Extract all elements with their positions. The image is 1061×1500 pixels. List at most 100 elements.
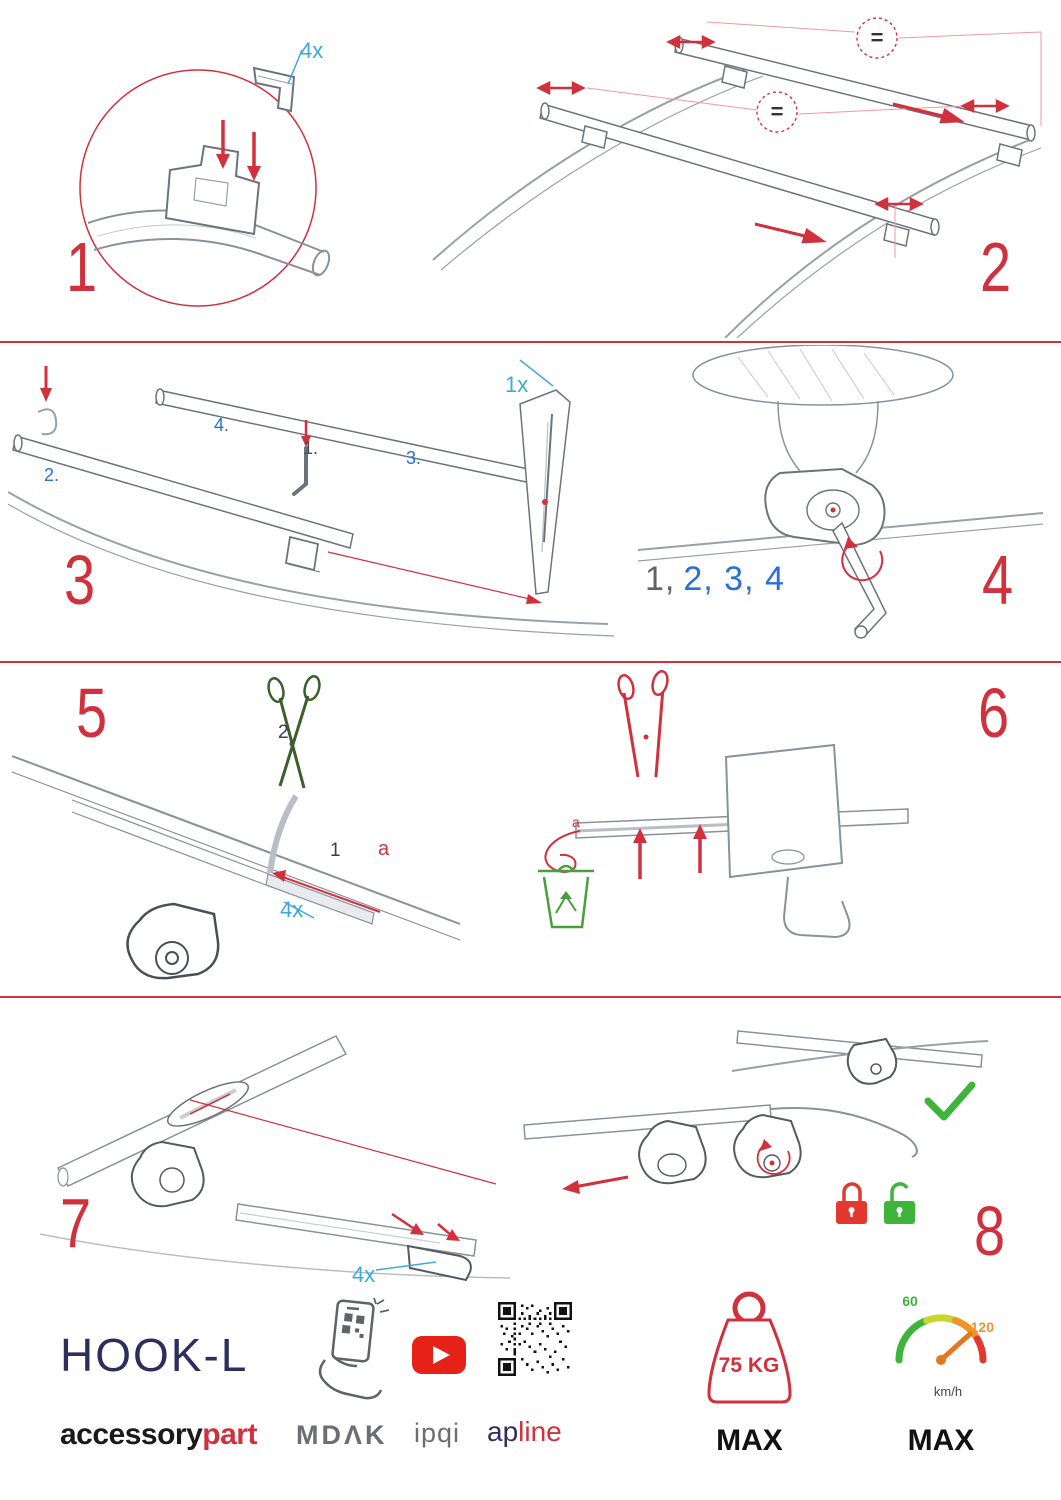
clamp (130, 1140, 205, 1208)
boot-neck (777, 400, 879, 474)
step4-illustration (637, 345, 1044, 639)
step8-illustration (523, 1030, 989, 1224)
speed-unit: km/h (934, 1384, 962, 1399)
crossbars (539, 36, 1036, 236)
logo-apline: apline (487, 1416, 562, 1448)
step6-label-a: a (572, 814, 580, 830)
spacing-arrows (536, 34, 1010, 244)
speedometer-needle (938, 1331, 973, 1363)
up-arrows (633, 824, 707, 879)
pointer-line (189, 1099, 497, 1185)
trash-bin-icon (538, 864, 594, 929)
bar-underside (692, 345, 954, 406)
step7-illustration (40, 1035, 511, 1282)
step5-label-2: 2 (278, 722, 289, 743)
product-name: HOOK-L (60, 1329, 249, 1381)
step2-illustration: = = (432, 17, 1042, 338)
logo-mdak: MDΛK (296, 1420, 388, 1450)
step3-mark-3: 3. (406, 448, 422, 468)
step5-number: 5 (76, 674, 107, 752)
step6-illustration (538, 670, 909, 939)
bar-end-view (235, 1203, 477, 1257)
step7-qty-label: 4x (352, 1262, 376, 1287)
brand-logo: accessorypart (60, 1418, 257, 1452)
equal-sign-2: = (771, 99, 784, 124)
qty-leader-line (519, 359, 554, 387)
step5-qty-label: 4x (280, 897, 304, 922)
step3-illustration (8, 359, 615, 637)
insert-arrows (391, 1212, 460, 1241)
seq-first: 1, (645, 560, 676, 598)
weight-icon: 75 KG (707, 1291, 792, 1404)
scissors-icon (617, 670, 669, 778)
strip-arrow (272, 870, 381, 913)
brand-part: part (202, 1418, 257, 1451)
bar-top-view (56, 1035, 348, 1187)
step2-number: 2 (980, 228, 1011, 306)
clamp (284, 535, 321, 573)
mounted-bar (731, 1030, 989, 1085)
clamp-dark (126, 902, 220, 980)
roof-rails (432, 65, 1042, 338)
hook-bracket (724, 743, 851, 939)
section-divider-1 (0, 341, 1061, 343)
rubber-strip (265, 873, 375, 925)
end-cap (406, 1244, 472, 1282)
speed-max-label: MAX (907, 1424, 975, 1457)
slide-arrow (562, 1175, 629, 1194)
brand-accessory: accessory (60, 1418, 203, 1451)
step3-mark-1: 1. (303, 438, 319, 458)
step3-qty-label: 1x (505, 372, 529, 397)
step8-number: 8 (974, 1192, 1005, 1270)
clamp-tower (164, 144, 261, 236)
scissors-icon (267, 675, 321, 789)
step3-number: 3 (64, 541, 95, 619)
logo-line-part: line (518, 1416, 562, 1447)
boot-funnel (519, 389, 571, 595)
step3-mark-2: 2. (44, 465, 60, 485)
qty-leader-line (287, 49, 303, 85)
clip-part (252, 66, 296, 113)
step7-number: 7 (60, 1184, 91, 1262)
key-arrow (301, 420, 311, 447)
equal-sign-1: = (871, 25, 884, 50)
step4-sequence: 1,2, 3, 4 (645, 560, 785, 599)
strip-bent-up (267, 794, 299, 874)
logo-ipqi: ipqi (414, 1418, 461, 1448)
logo-ap-part: ap (487, 1416, 519, 1447)
pointer-line (327, 551, 542, 604)
padlock-locked-icon (836, 1182, 867, 1224)
padlock-open-icon (884, 1182, 915, 1224)
section-divider-2 (0, 661, 1061, 663)
youtube-icon (412, 1336, 466, 1374)
equal-badges: = = (756, 17, 898, 133)
step6-number: 6 (978, 674, 1009, 752)
speed-high: 120 (971, 1319, 995, 1335)
rotate-arrow (841, 537, 884, 582)
phone-qr-icon (318, 1298, 390, 1400)
step4-number: 4 (982, 541, 1013, 619)
section-divider-3 (0, 996, 1061, 998)
weight-value: 75 KG (719, 1354, 780, 1377)
qr-code (498, 1302, 572, 1376)
qty-leader-line (375, 1261, 437, 1271)
clamp-closeup (523, 1104, 918, 1185)
step1-number: 1 (66, 228, 97, 306)
bar-channel (12, 755, 461, 941)
speed-low: 60 (902, 1293, 918, 1309)
measure-lines (586, 21, 1042, 258)
strip-curl (37, 408, 58, 436)
step5-illustration (12, 675, 461, 980)
step3-mark-4: 4. (214, 415, 230, 435)
crossbars (12, 388, 534, 549)
clamp-body (764, 467, 886, 547)
step5-label-1: 1 (330, 840, 341, 861)
drop-arrow (40, 366, 52, 402)
qty-leader-line (283, 901, 315, 919)
seq-rest: 2, 3, 4 (683, 560, 785, 598)
roof-rail (40, 1233, 511, 1279)
clamp-feet (581, 65, 1023, 247)
insert-arrows (216, 120, 261, 181)
speedometer-icon: 60 120 km/h (895, 1293, 995, 1399)
